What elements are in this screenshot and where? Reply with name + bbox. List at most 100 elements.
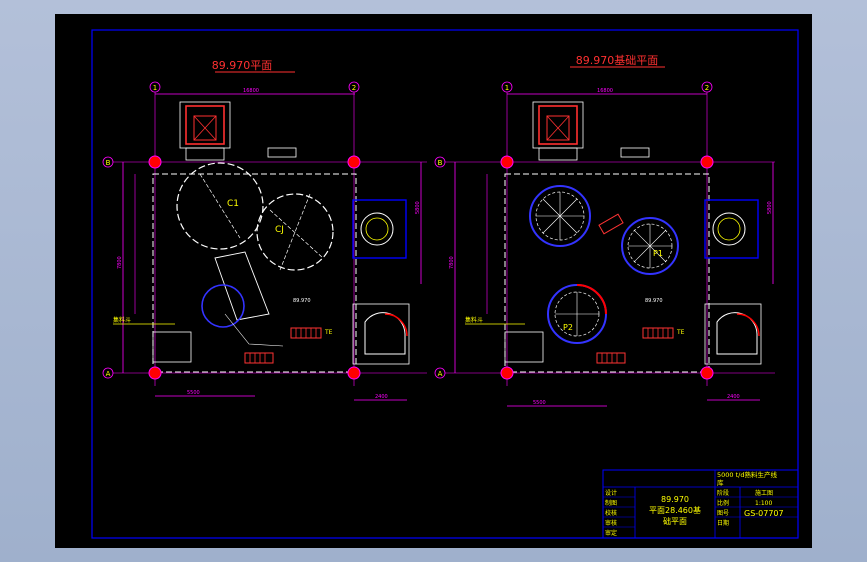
left-elevator-x2 — [193, 115, 217, 141]
left-stair-label: TE — [324, 329, 333, 336]
left-dim-side-value: 7800 — [117, 256, 123, 269]
left-wall-outline — [152, 173, 357, 373]
right-elevator-car — [546, 115, 570, 141]
right-elevator-outer — [532, 101, 584, 149]
right-elevator-base — [538, 147, 578, 161]
title-block-row-2: 校核 — [605, 509, 617, 517]
left-hopper-inner — [365, 217, 389, 241]
left-elevator-base — [185, 147, 225, 161]
title-block-row-3: 审核 — [605, 519, 617, 527]
left-plan-title: 89.970平面 — [212, 59, 273, 72]
drawing-sheet: 89.970平面 16800 1 2 B A — [55, 14, 812, 548]
left-elev-label: 89.970 — [293, 298, 311, 304]
left-bucket-box — [352, 303, 410, 365]
right-axis-1-label: 1 — [505, 84, 509, 92]
left-axis-A-label: A — [106, 370, 111, 378]
right-column-ne — [700, 155, 714, 169]
right-elevator-x2 — [546, 115, 570, 141]
right-dim-bottom-value: 5500 — [533, 400, 546, 406]
right-pit-p2-label: P2 — [563, 323, 573, 332]
left-silo-c1-label: C1 — [227, 199, 239, 209]
left-plan: 89.970平面 16800 1 2 B A — [102, 59, 427, 401]
title-block-name-1: 89.970 — [661, 495, 689, 504]
right-pit-c1-rays — [536, 192, 584, 240]
left-column-sw — [148, 366, 162, 380]
left-dim-sub-value: 2400 — [375, 394, 388, 400]
left-axis-1-label: 1 — [153, 84, 157, 92]
title-block-number-label: 图号 — [717, 510, 729, 517]
left-silo-c1 — [176, 162, 264, 250]
left-bucket-red-arc — [384, 313, 408, 337]
left-hopper-box — [352, 199, 407, 259]
right-pit-p1-label: P1 — [653, 249, 663, 258]
title-block-frame — [602, 469, 799, 539]
right-hopper-inner — [717, 217, 741, 241]
left-pit — [201, 284, 245, 328]
right-pit-p2-rays — [555, 292, 599, 336]
left-chute — [214, 251, 270, 321]
left-stair-mid — [290, 327, 322, 339]
right-hopper-box — [704, 199, 759, 259]
right-elev-label: 89.970 — [645, 298, 663, 304]
left-silo-c1-axis1 — [199, 173, 241, 239]
right-axis-2-label: 2 — [705, 84, 709, 92]
title-block-row-4: 审定 — [605, 529, 617, 537]
title-block-stage-label: 阶段 — [717, 489, 729, 497]
right-column-sw — [500, 366, 514, 380]
title-block-name-3: 础平面 — [663, 516, 687, 526]
right-dim-top-value: 16800 — [597, 88, 613, 94]
right-column-nw — [500, 155, 514, 169]
left-column-se — [347, 366, 361, 380]
right-pit-p1-rays — [628, 224, 672, 268]
right-stair-mid — [642, 327, 674, 339]
left-axis-B-label: B — [106, 159, 111, 167]
left-dim-span-value: 5800 — [415, 201, 421, 214]
right-plan-title: 89.970基础平面 — [576, 54, 659, 67]
right-pit-p1 — [621, 217, 679, 275]
title-block-row-1: 制图 — [605, 499, 617, 507]
left-elevator-outer — [179, 101, 231, 149]
left-silo-cj — [256, 193, 334, 271]
left-small-box — [152, 331, 192, 363]
left-column-nw — [148, 155, 162, 169]
right-small-box — [504, 331, 544, 363]
left-axis-2-label: 2 — [352, 84, 356, 92]
title-block-scale-label: 比例 — [717, 499, 729, 507]
right-wall-outline — [504, 173, 710, 373]
left-dim-bottom-value: 5500 — [187, 390, 200, 396]
left-column-ne — [347, 155, 361, 169]
right-dim-side-value: 7800 — [449, 256, 455, 269]
left-silo-cj-axis2 — [279, 193, 311, 271]
right-elevator-shaft — [538, 105, 578, 145]
right-hopper — [712, 212, 746, 246]
right-stair-low — [596, 352, 626, 364]
right-dim-span-value: 5800 — [767, 201, 773, 214]
right-pit-connector — [598, 213, 624, 235]
sheet-border — [91, 29, 799, 539]
title-block-name-2: 平面28.460基 — [649, 505, 701, 515]
right-pit-p2-red-arc — [576, 284, 607, 315]
left-dim-top-value: 16800 — [243, 88, 259, 94]
right-column-se — [700, 366, 714, 380]
left-stair-low — [244, 352, 274, 364]
title-block: 5000 t/d熟料生产线 库 设计 制图 校核 审核 审定 89.970 平面… — [602, 469, 799, 539]
left-marker-label: 集料斗 — [113, 316, 131, 324]
right-pit-c1 — [529, 185, 591, 247]
right-stair-label: TE — [676, 329, 685, 336]
right-plan: 89.970基础平面 16800 1 2 B A 7800 — [434, 54, 775, 407]
right-axis-A-label: A — [438, 370, 443, 378]
left-elevator-car — [193, 115, 217, 141]
right-stair-top — [620, 147, 650, 158]
left-silo-cj-label: CJ — [275, 225, 284, 235]
right-bucket-box — [704, 303, 762, 365]
left-stair-top — [267, 147, 297, 158]
left-hopper — [360, 212, 394, 246]
right-marker-label: 集料斗 — [465, 316, 483, 324]
right-axis-B-label: B — [438, 159, 443, 167]
drawing-canvas[interactable]: 89.970平面 16800 1 2 B A — [55, 14, 812, 548]
title-block-number-value: GS-07707 — [744, 509, 784, 518]
right-dim-sub-value: 2400 — [727, 394, 740, 400]
title-block-scale-value: 1:100 — [755, 500, 772, 507]
right-bucket-red-arc — [736, 313, 760, 337]
